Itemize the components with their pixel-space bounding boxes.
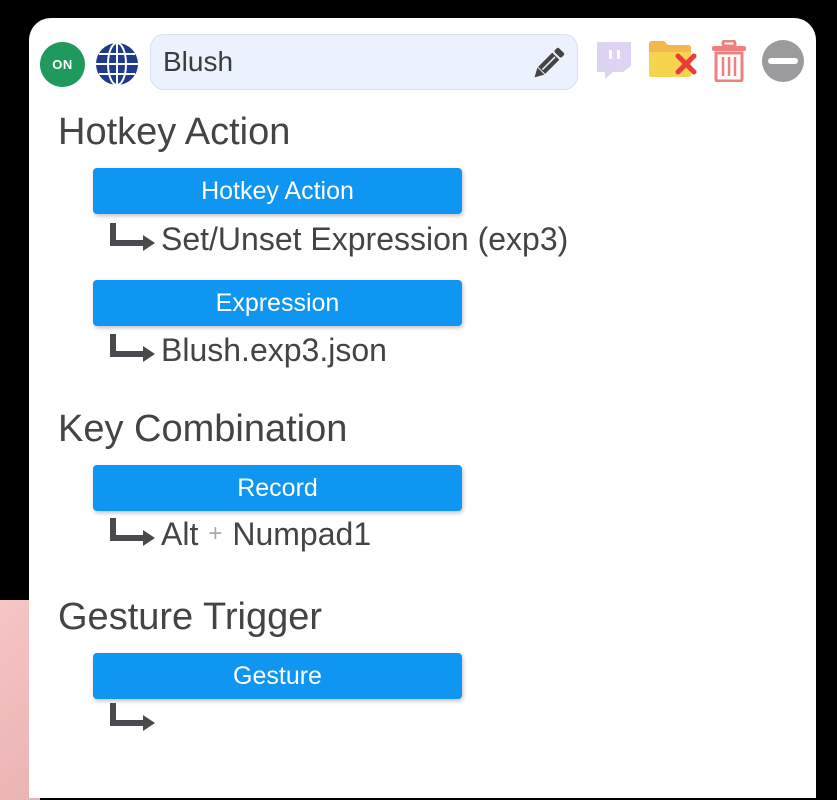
expression-value: Blush.exp3.json bbox=[161, 331, 387, 368]
key-2: Numpad1 bbox=[232, 515, 372, 552]
expression-value-row: Blush.exp3.json bbox=[109, 330, 387, 370]
record-button[interactable]: Record bbox=[93, 465, 462, 511]
arrow-icon bbox=[110, 334, 155, 362]
on-label: ON bbox=[52, 57, 73, 72]
twitch-icon[interactable] bbox=[595, 40, 633, 80]
expression-button-label: Expression bbox=[215, 288, 340, 317]
arrow-icon bbox=[110, 518, 155, 546]
card-header: ON bbox=[29, 18, 816, 108]
key-1: Alt bbox=[161, 515, 199, 552]
gesture-value-row bbox=[109, 699, 161, 739]
hotkey-action-value: Set/Unset Expression (exp3) bbox=[161, 220, 569, 257]
folder-remove-icon[interactable] bbox=[648, 40, 698, 78]
section-title-hotkey-action: Hotkey Action bbox=[58, 111, 291, 153]
hotkey-action-button[interactable]: Hotkey Action bbox=[93, 168, 462, 214]
hotkey-card: ON bbox=[29, 18, 816, 798]
plus-separator: + bbox=[208, 520, 223, 547]
hotkey-name-input[interactable] bbox=[161, 35, 525, 89]
record-button-label: Record bbox=[237, 473, 318, 502]
hotkey-action-button-label: Hotkey Action bbox=[201, 176, 354, 205]
section-title-key-combination: Key Combination bbox=[58, 408, 348, 450]
hotkey-name-field[interactable] bbox=[150, 34, 578, 90]
gesture-button-label: Gesture bbox=[233, 661, 322, 690]
trash-icon[interactable] bbox=[711, 40, 747, 82]
key-combination-value-row: Alt + Numpad1 bbox=[109, 514, 371, 554]
gesture-button[interactable]: Gesture bbox=[93, 653, 462, 699]
arrow-icon bbox=[110, 223, 155, 251]
on-toggle-button[interactable]: ON bbox=[40, 42, 85, 87]
arrow-icon bbox=[110, 703, 155, 731]
globe-icon[interactable] bbox=[95, 42, 139, 86]
remove-circle-icon[interactable] bbox=[762, 40, 804, 82]
hotkey-action-value-row: Set/Unset Expression (exp3) bbox=[109, 219, 568, 259]
expression-button[interactable]: Expression bbox=[93, 280, 462, 326]
section-title-gesture-trigger: Gesture Trigger bbox=[58, 596, 322, 638]
pencil-icon[interactable] bbox=[529, 45, 567, 83]
